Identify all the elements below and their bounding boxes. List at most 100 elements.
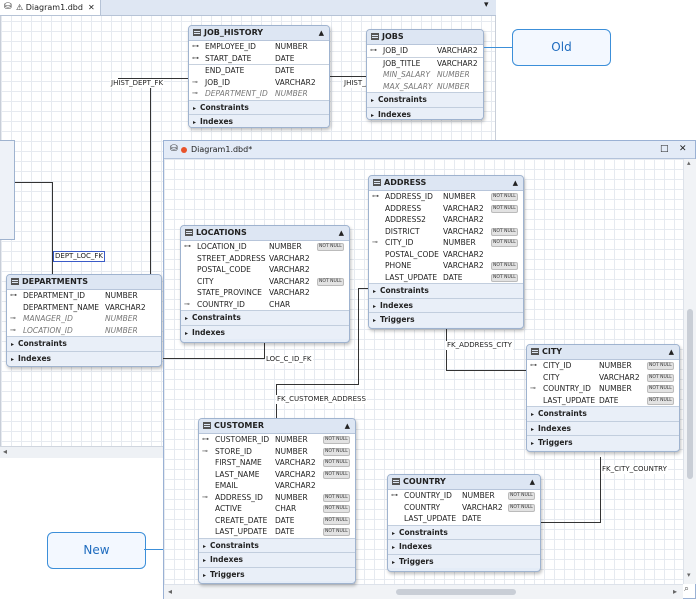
section-indexes[interactable]: ▸Indexes — [181, 324, 349, 339]
section-indexes[interactable]: ▸Indexes — [199, 552, 355, 567]
section-indexes[interactable]: ▸Indexes — [367, 106, 483, 119]
section-constraints[interactable]: ▸Constraints — [181, 310, 349, 325]
section-constraints[interactable]: ▸Constraints — [369, 283, 523, 298]
collapse-icon[interactable]: ▲ — [344, 422, 350, 430]
old-partial-table — [0, 140, 15, 240]
section-constraints[interactable]: ▸Constraints — [7, 336, 161, 351]
collapse-icon[interactable]: ▲ — [529, 478, 535, 486]
not-null-badge: NOT NULL — [491, 273, 518, 282]
new-horizontal-scrollbar[interactable]: ◂ ▸ — [164, 584, 683, 599]
scroll-right-icon[interactable]: ▸ — [673, 587, 678, 596]
close-icon[interactable]: ✕ — [679, 144, 687, 154]
scroll-down-icon[interactable]: ▾ — [687, 571, 691, 579]
new-vertical-scrollbar[interactable]: ▴ ▾ — [683, 159, 696, 584]
section-indexes[interactable]: ▸Indexes — [527, 420, 679, 435]
foreign-key-icon: ⊸ — [10, 314, 16, 322]
section-constraints[interactable]: ▸Constraints — [527, 406, 679, 421]
section-label: Constraints — [192, 313, 241, 322]
collapse-icon[interactable]: ▲ — [668, 348, 674, 356]
section-indexes[interactable]: ▸Indexes — [7, 350, 161, 365]
collapse-icon[interactable]: ▲ — [318, 29, 324, 37]
section-constraints[interactable]: ▸Constraints — [367, 92, 483, 107]
section-indexes[interactable]: ▸Indexes — [189, 114, 329, 127]
close-icon[interactable]: ✕ — [88, 3, 95, 12]
section-indexes[interactable]: ▸Indexes — [388, 539, 540, 554]
old-horizontal-scrollbar[interactable]: ◂ — [0, 446, 163, 458]
maximize-icon[interactable]: □ — [660, 144, 669, 154]
scroll-up-icon[interactable]: ▴ — [687, 159, 691, 167]
zoom-icon[interactable]: ⌕ — [684, 584, 690, 594]
section-triggers[interactable]: ▸Triggers — [388, 553, 540, 568]
column-name: EMPLOYEE_ID — [205, 42, 256, 51]
old-diagram-tab[interactable]: ⛁ ⚠ Diagram1.dbd ✕ — [0, 0, 101, 15]
section-constraints[interactable]: ▸Constraints — [199, 537, 355, 552]
section-constraints[interactable]: ▸Constraints — [388, 524, 540, 539]
collapse-icon[interactable]: ▲ — [512, 179, 518, 187]
collapse-icon[interactable]: ▲ — [338, 229, 344, 237]
vertical-scroll-thumb[interactable] — [687, 309, 693, 479]
column-type: DATE — [275, 527, 295, 536]
section-constraints[interactable]: ▸Constraints — [189, 99, 329, 114]
scroll-left-icon[interactable]: ◂ — [168, 587, 173, 596]
chevron-down-icon[interactable]: ▾ — [484, 0, 489, 10]
section-triggers[interactable]: ▸Triggers — [527, 435, 679, 450]
old-tab-bar: ⛁ ⚠ Diagram1.dbd ✕ ▾ — [0, 0, 496, 16]
section-triggers[interactable]: ▸Triggers — [369, 312, 523, 327]
horizontal-scroll-thumb[interactable] — [396, 589, 516, 595]
section-triggers[interactable]: ▸Triggers — [199, 566, 355, 581]
section-indexes[interactable]: ▸Indexes — [369, 297, 523, 312]
section-label: Constraints — [538, 409, 587, 418]
